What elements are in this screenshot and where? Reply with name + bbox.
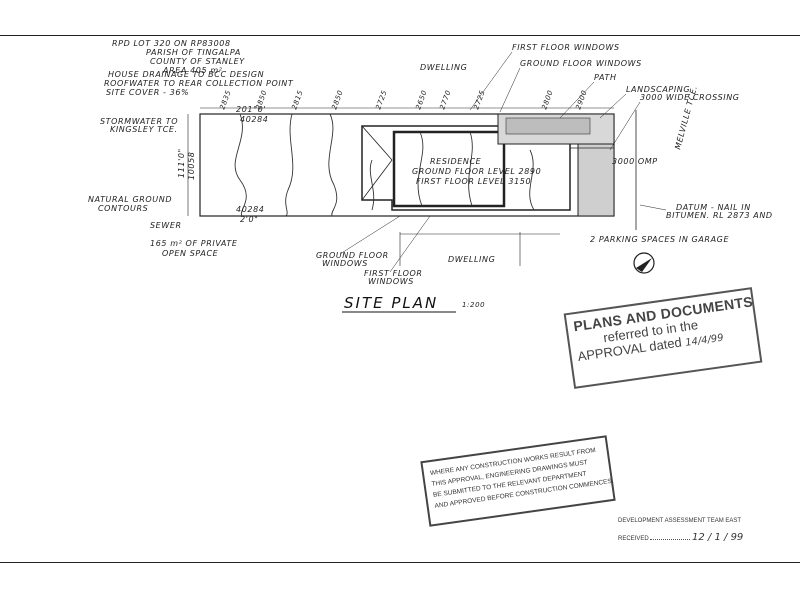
label-crossing: 3000 WIDE CROSSING <box>640 93 740 102</box>
svg-text:2800: 2800 <box>540 89 554 111</box>
svg-text:2900: 2900 <box>574 89 588 111</box>
note-county: COUNTY OF STANLEY <box>150 57 245 66</box>
approval-date: 14/4/99 <box>684 332 725 349</box>
leader-line <box>389 215 431 273</box>
received-label: RECEIVED <box>618 536 649 542</box>
right-labels: DATUM - NAIL IN BITUMEN. RL 2873 AND 2 P… <box>590 203 773 244</box>
dim-side-metric: 10058 <box>187 152 196 180</box>
dim-side-imperial: 111'0" <box>177 148 186 178</box>
top-border-line <box>0 35 800 36</box>
label-stormwater-1: STORMWATER TO <box>100 117 178 126</box>
note-site-cover: SITE COVER - 36% <box>106 88 189 97</box>
roof-line <box>361 125 393 161</box>
label-private-space-1: 165 m² OF PRIVATE <box>150 239 238 248</box>
received-stamp: DEVELOPMENT ASSESSMENT TEAM EAST RECEIVE… <box>618 518 788 543</box>
leader-line <box>609 101 641 151</box>
dim-bottom-metric: 40284 <box>236 205 264 214</box>
svg-text:2835: 2835 <box>218 89 232 111</box>
crossing-hatch <box>577 143 615 217</box>
received-dots <box>650 539 691 540</box>
leader-line <box>499 67 521 113</box>
label-natural-ground-2: CONTOURS <box>98 204 148 213</box>
label-datum-1: DATUM - NAIL IN <box>676 203 751 212</box>
north-arrow-icon <box>633 252 655 274</box>
site-plan-scale: 1:200 <box>462 301 485 309</box>
received-team: DEVELOPMENT ASSESSMENT TEAM EAST <box>618 518 742 524</box>
label-sewer: SEWER <box>150 221 182 230</box>
received-row: RECEIVED 12 / 1 / 99 <box>618 532 788 543</box>
label-path: PATH <box>594 73 617 82</box>
first-floor-outline <box>392 130 506 208</box>
path-hatch <box>505 117 591 135</box>
svg-text:2850: 2850 <box>330 89 344 111</box>
note-parish: PARISH OF TINGALPA <box>146 48 241 57</box>
label-ground-floor-windows-bottom-2: WINDOWS <box>322 259 368 268</box>
svg-text:2770: 2770 <box>438 89 452 111</box>
label-first-floor-level: FIRST FLOOR LEVEL 3150 <box>416 177 531 186</box>
svg-text:2815: 2815 <box>290 89 304 111</box>
label-natural-ground-1: NATURAL GROUND <box>88 195 172 204</box>
label-first-floor-windows-bottom-1: FIRST FLOOR <box>364 269 423 278</box>
label-stormwater-2: KINGSLEY TCE. <box>110 125 178 134</box>
note-roofwater: ROOFWATER TO REAR COLLECTION POINT <box>104 79 294 88</box>
label-omp: 3000 OMP <box>612 157 658 166</box>
note-lot: RPD LOT 320 ON RP83008 <box>112 39 231 48</box>
leader-line <box>469 51 513 111</box>
label-ground-floor-windows-top: GROUND FLOOR WINDOWS <box>520 59 642 68</box>
label-ground-floor-windows-bottom-1: GROUND FLOOR <box>316 251 389 260</box>
label-first-floor-windows-top: FIRST FLOOR WINDOWS <box>512 43 620 52</box>
label-dwelling-top: DWELLING <box>420 63 467 72</box>
roof-line <box>361 159 393 201</box>
note-area: AREA 405 m² <box>162 66 223 75</box>
label-datum-2: BITUMEN. RL 2873 AND <box>666 211 773 220</box>
bottom-border-line <box>0 562 800 563</box>
leader-line <box>559 81 595 119</box>
residence-labels: RESIDENCE GROUND FLOOR LEVEL 2890 FIRST … <box>412 157 658 186</box>
ground-contours <box>234 113 535 217</box>
label-first-floor-windows-bottom-2: WINDOWS <box>368 277 414 286</box>
site-plan-title: SITE PLAN <box>344 294 438 312</box>
contour-labels: 2835 2850 2815 2850 2725 2650 2770 2725 … <box>218 89 588 111</box>
leader-line <box>599 93 627 119</box>
svg-text:2725: 2725 <box>374 89 388 111</box>
svg-text:2725: 2725 <box>472 89 486 111</box>
left-labels: STORMWATER TO KINGSLEY TCE. NATURAL GROU… <box>88 117 264 258</box>
label-parking: 2 PARKING SPACES IN GARAGE <box>590 235 729 244</box>
label-residence: RESIDENCE <box>430 157 482 166</box>
bottom-labels: GROUND FLOOR WINDOWS FIRST FLOOR WINDOWS… <box>316 251 495 286</box>
received-date: 12 / 1 / 99 <box>692 532 744 543</box>
top-labels: FIRST FLOOR WINDOWS DWELLING GROUND FLOO… <box>236 43 740 124</box>
label-ground-floor-level: GROUND FLOOR LEVEL 2890 <box>412 167 541 176</box>
leader-line <box>339 215 401 255</box>
svg-text:2650: 2650 <box>414 89 428 111</box>
dim-top-metric: 40284 <box>240 115 268 124</box>
label-landscaping: LANDSCAPING <box>626 85 690 94</box>
notes-block: RPD LOT 320 ON RP83008 PARISH OF TINGALP… <box>104 39 294 97</box>
label-private-space-2: OPEN SPACE <box>162 249 219 258</box>
label-dwelling-bottom: DWELLING <box>448 255 495 264</box>
dim-top-imperial: 201°0' <box>236 105 266 114</box>
note-drainage: HOUSE DRAINAGE TO BCC DESIGN <box>108 70 264 79</box>
dim-bottom-imperial: 2'0" <box>240 215 258 224</box>
leader-line <box>639 204 667 211</box>
